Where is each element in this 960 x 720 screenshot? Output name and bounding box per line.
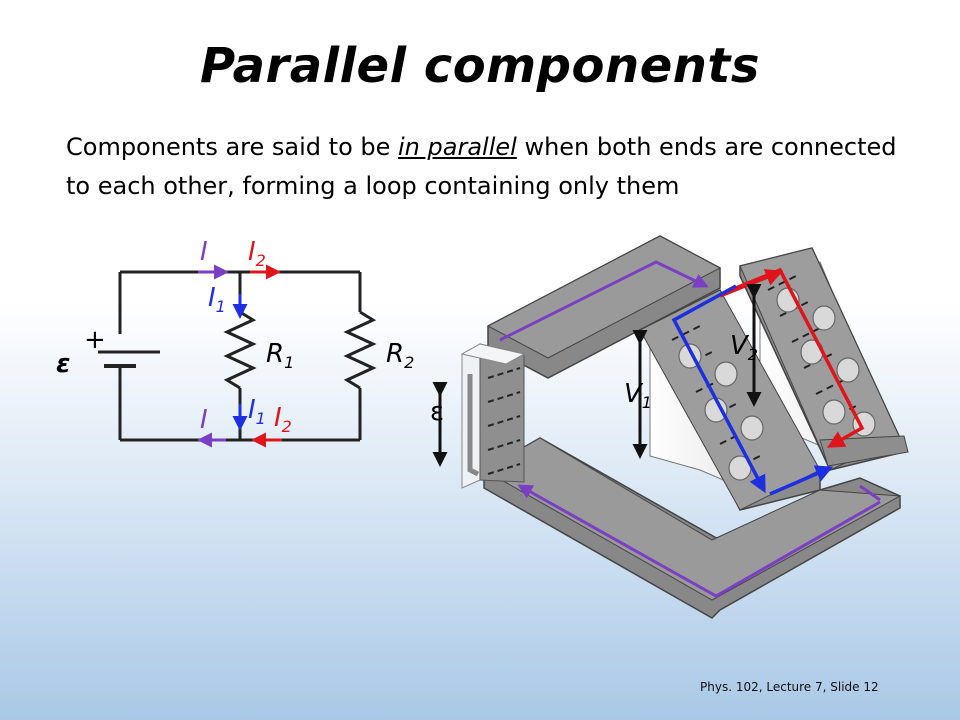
label-emf: ε (56, 349, 70, 379)
parallel-3d-model: ε V1 V2 (430, 235, 909, 619)
label-current-2-bottom: I2 (274, 403, 292, 436)
body-text-emphasis: in parallel (398, 133, 517, 161)
label-resistor-r1: R1 (266, 339, 294, 372)
path-current-total-bottom (517, 484, 881, 598)
body-text-start: Components are said to be (66, 133, 399, 161)
label-voltage-2: V2 (730, 331, 758, 364)
label-voltage-1: V1 (624, 379, 652, 412)
label-current-1-top: I1 (208, 283, 226, 316)
path-current-total-link (859, 484, 881, 502)
label-current-total-bottom: I (200, 405, 208, 435)
battery-block-top (460, 343, 526, 365)
label-resistor-r2: R2 (386, 339, 414, 372)
label-emf-3d: ε (430, 397, 444, 427)
battery-block-side (479, 343, 525, 483)
label-current-2-top: I2 (248, 237, 266, 270)
battery-terminal (467, 374, 480, 477)
path-current-1 (671, 284, 766, 494)
resistor-r2-symbol (343, 310, 377, 390)
circuit-diagram: ε + I I2 I1 R1 R2 I I1 I2 (56, 237, 414, 448)
label-current-1-bottom: I1 (248, 395, 266, 428)
label-plus: + (84, 325, 106, 355)
slide-body-text: Components are said to be in parallel wh… (66, 128, 926, 206)
label-current-total-top: I (200, 237, 208, 267)
path-current-1-return (769, 465, 834, 496)
resistor-r1-symbol (223, 310, 257, 390)
slide-footer: Phys. 102, Lecture 7, Slide 12 (700, 680, 879, 694)
slide-title: Parallel components (200, 38, 760, 94)
path-current-total-top (499, 260, 709, 342)
body-text-end: when both ends are connected to each oth… (66, 133, 897, 200)
track-front-bottom-face (482, 437, 902, 601)
